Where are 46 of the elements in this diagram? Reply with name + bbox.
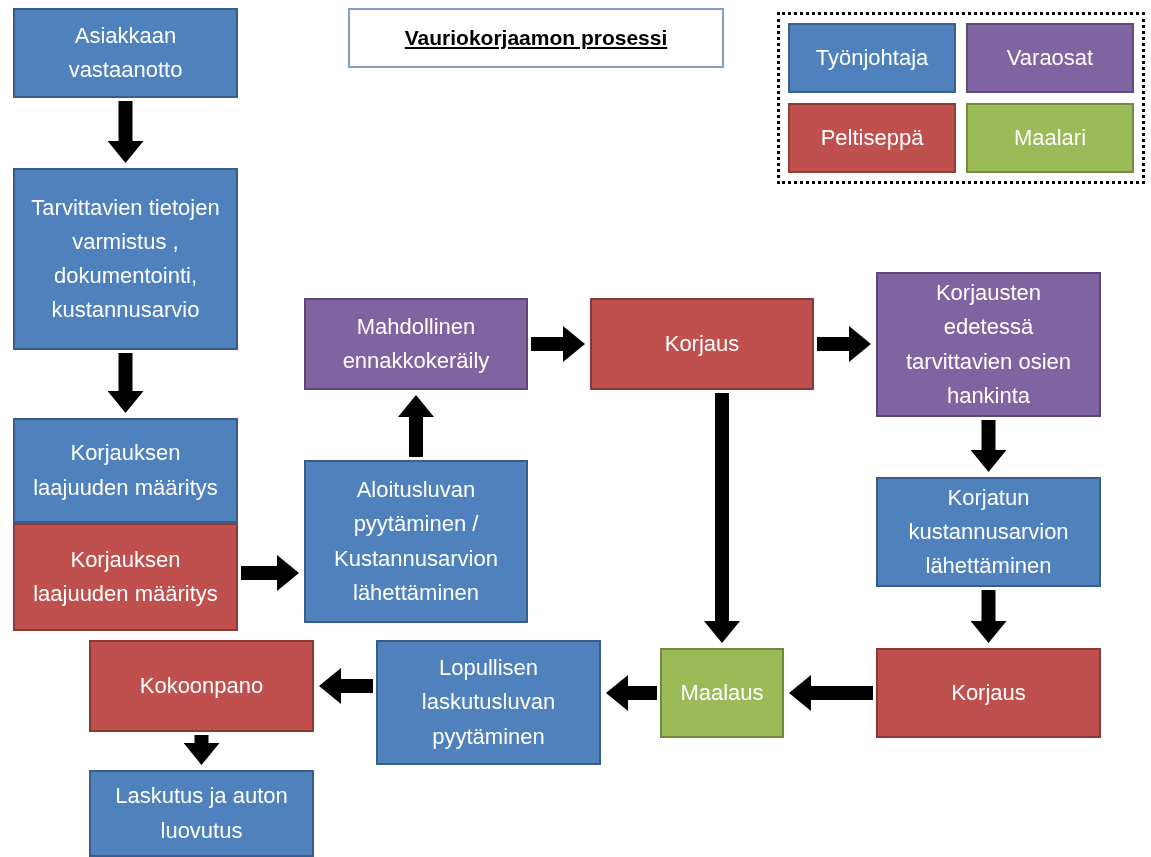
process-box bbox=[590, 298, 814, 390]
block-arrow bbox=[319, 668, 373, 704]
process-box bbox=[876, 272, 1101, 417]
box-label: Korjatun kustannusarvion lähettäminen bbox=[907, 483, 1070, 581]
block-arrow bbox=[970, 420, 1007, 472]
box-label: Korjauksen laajuuden määritys bbox=[32, 545, 219, 608]
block-arrow bbox=[789, 675, 873, 711]
process-box bbox=[13, 523, 238, 631]
block-arrow bbox=[970, 590, 1007, 643]
block-arrow bbox=[107, 353, 144, 413]
process-box bbox=[376, 640, 601, 765]
block-arrow bbox=[817, 326, 871, 362]
block-arrow bbox=[398, 395, 434, 457]
process-box bbox=[89, 640, 314, 732]
block-arrow bbox=[107, 101, 144, 163]
box-label: Tarvittavien tietojen varmistus , dokumentointi, kustannusarvio bbox=[31, 193, 220, 325]
block-arrow bbox=[704, 393, 740, 643]
box-label: Maalaus bbox=[680, 678, 764, 707]
box-label: Korjaus bbox=[951, 678, 1026, 707]
process-box bbox=[89, 770, 314, 857]
box-label: Mahdollinen ennakkokeräily bbox=[341, 312, 491, 375]
process-box bbox=[660, 648, 784, 738]
block-arrow bbox=[183, 735, 220, 765]
block-arrow bbox=[531, 326, 585, 362]
process-box bbox=[876, 477, 1101, 587]
block-arrow bbox=[606, 675, 657, 711]
process-box bbox=[304, 298, 528, 390]
box-label: Aloitusluvan pyytäminen / Kustannusarvion lähettäminen bbox=[333, 476, 499, 607]
box-label: Korjausten edetessä tarvittavien osien hankinta bbox=[904, 279, 1073, 410]
process-box bbox=[13, 168, 238, 350]
process-box bbox=[13, 418, 238, 523]
legend-label: Työnjohtaja bbox=[815, 45, 929, 71]
process-box bbox=[304, 460, 528, 623]
legend-label: Peltiseppä bbox=[820, 125, 924, 151]
box-label: Korjauksen laajuuden määritys bbox=[32, 439, 219, 502]
block-arrow bbox=[241, 555, 299, 591]
box-label: Kokoonpano bbox=[139, 671, 264, 700]
box-label: Lopullisen laskutusluvan pyytäminen bbox=[420, 654, 557, 751]
box-label: Asiakkaan vastaanotto bbox=[67, 21, 184, 84]
legend-label: Varaosat bbox=[1006, 45, 1094, 71]
box-label: Laskutus ja auton luovutus bbox=[114, 782, 289, 845]
title: Vauriokorjaamon prosessi bbox=[404, 26, 668, 50]
legend-label: Maalari bbox=[1013, 125, 1087, 151]
process-box bbox=[876, 648, 1101, 738]
box-label: Korjaus bbox=[664, 329, 740, 358]
process-box bbox=[13, 8, 238, 98]
